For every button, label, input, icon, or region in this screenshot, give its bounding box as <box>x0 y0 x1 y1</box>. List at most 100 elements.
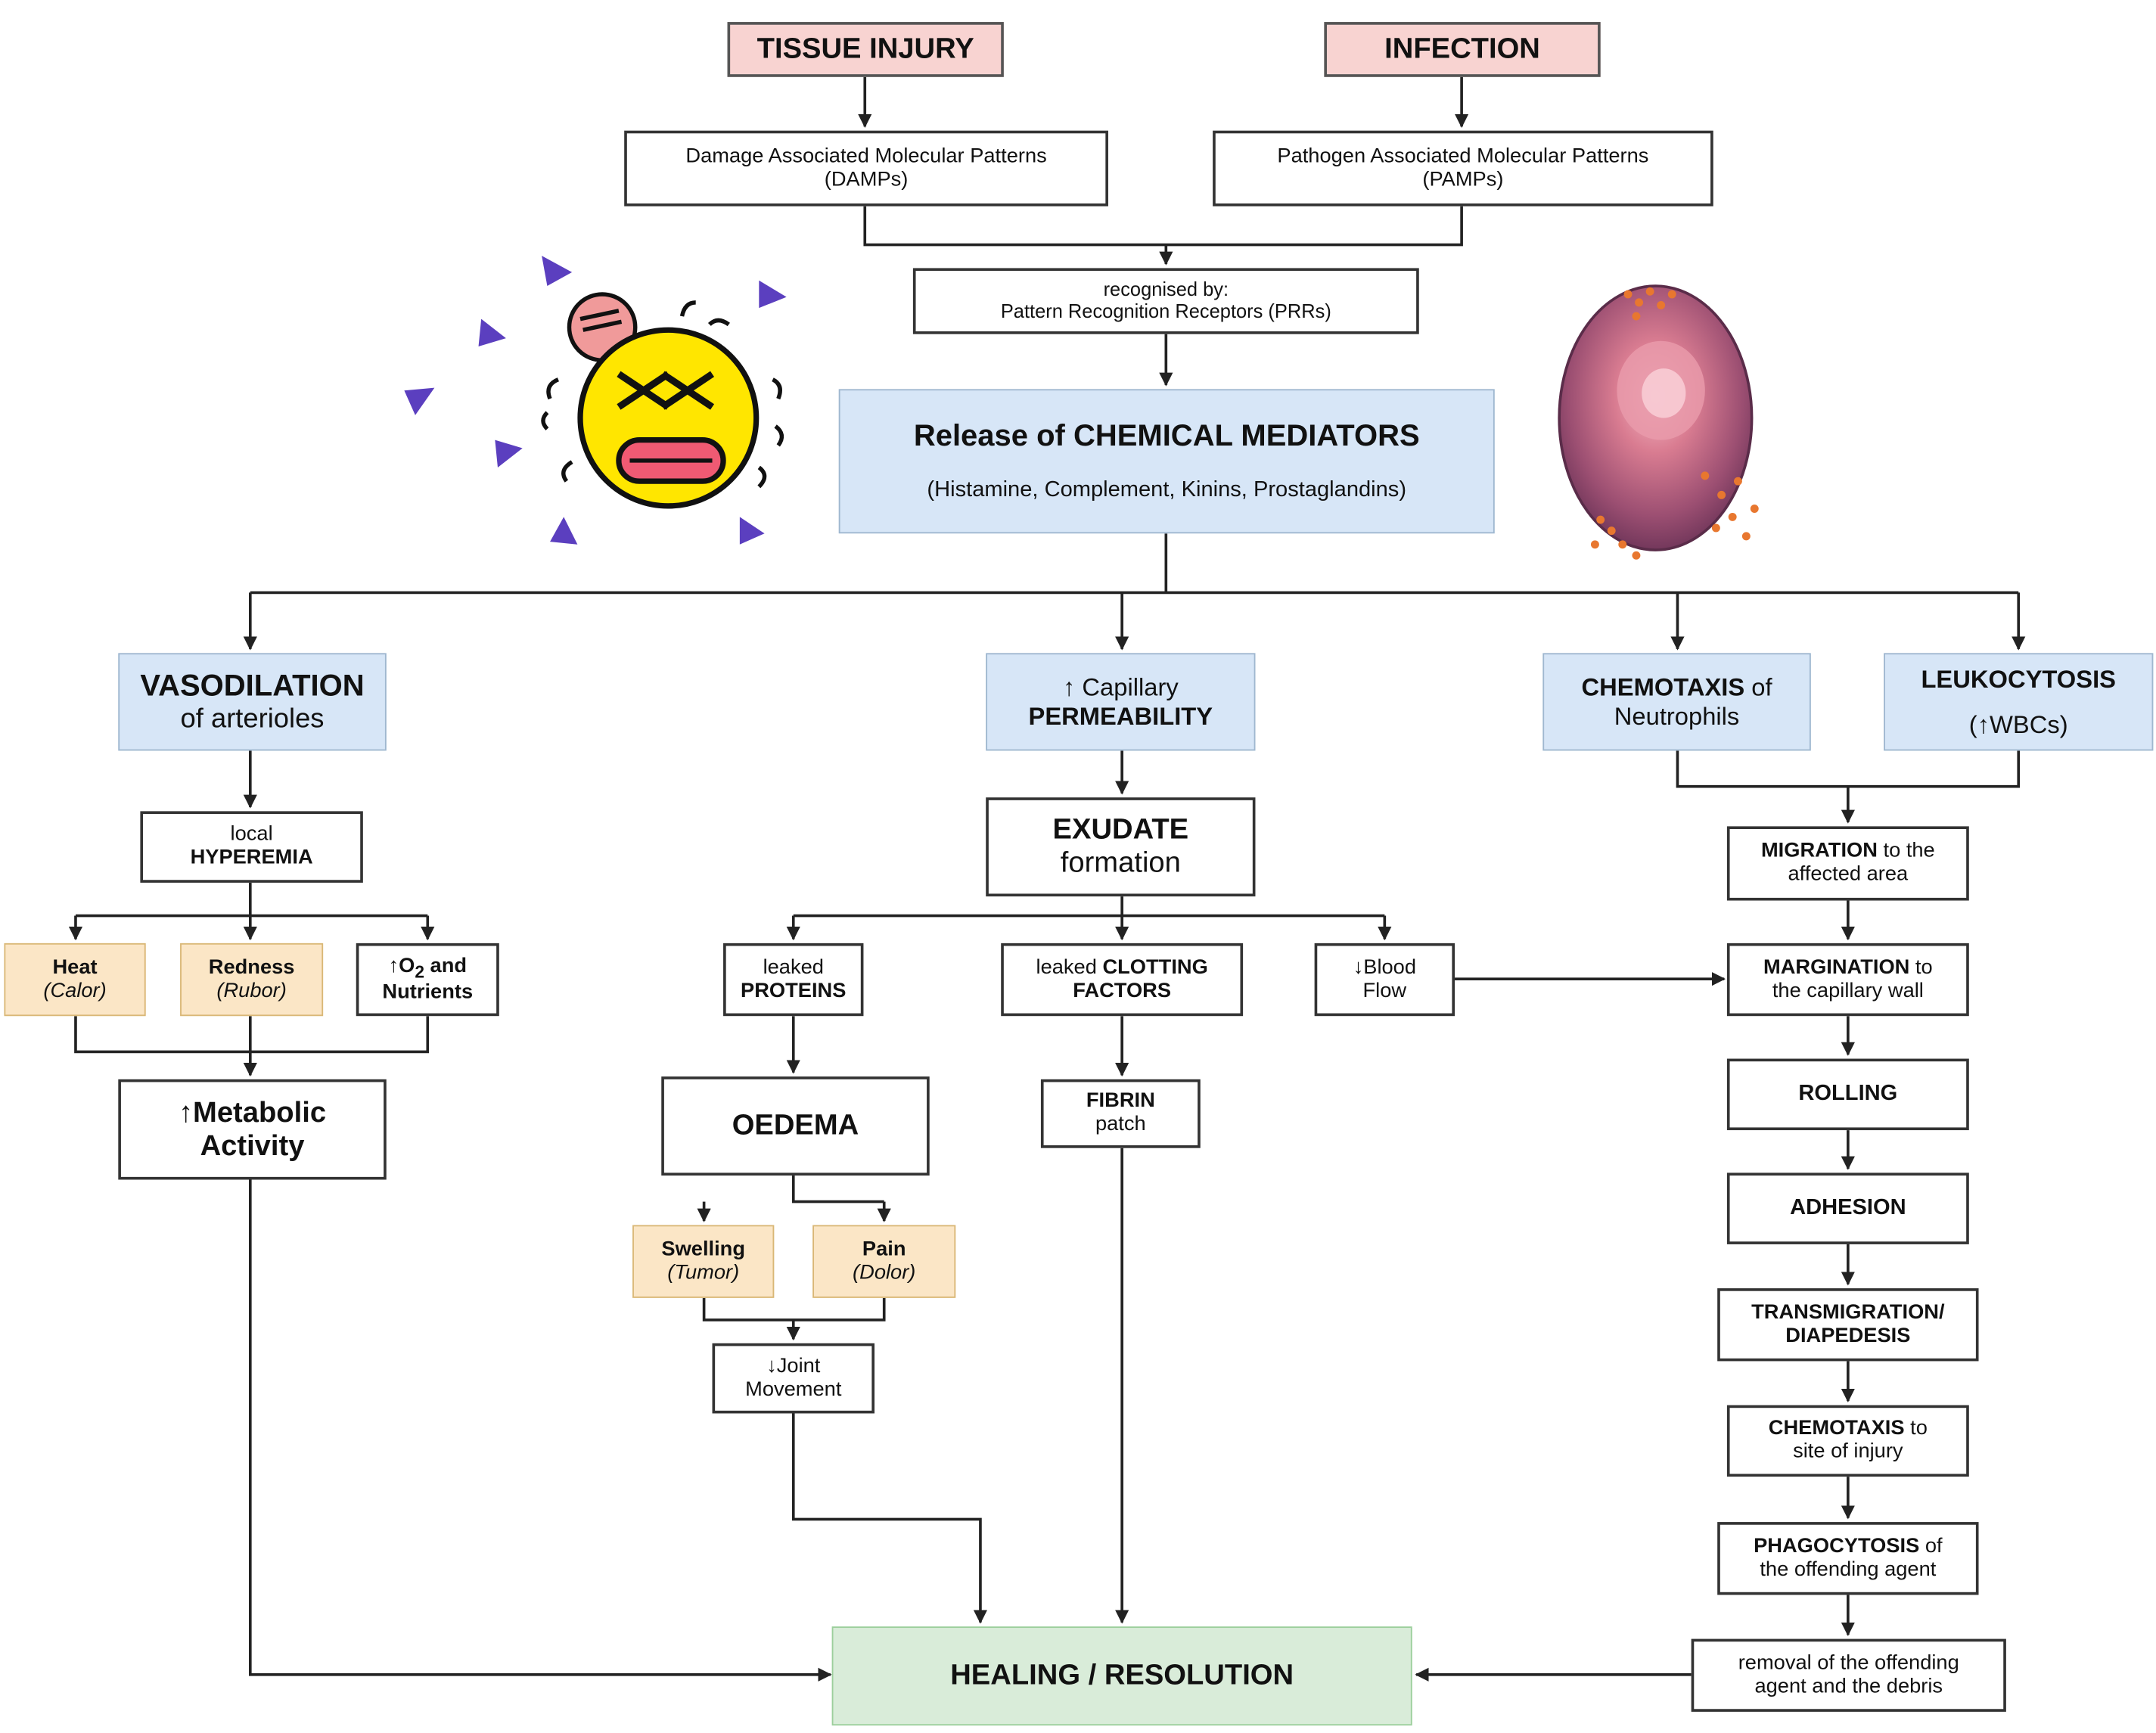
fibrin-line1: FIBRIN <box>1086 1089 1155 1113</box>
phagocytosis-bold: PHAGOCYTOSIS <box>1754 1533 1920 1558</box>
leaked-proteins-box: leaked PROTEINS <box>723 943 864 1017</box>
healing-label: HEALING / RESOLUTION <box>950 1660 1294 1692</box>
proteins-line1: leaked <box>763 955 824 979</box>
pain-latin: (Dolor) <box>853 1259 916 1284</box>
removal-line2: agent and the debris <box>1754 1673 1943 1697</box>
pamps-box: Pathogen Associated Molecular Patterns (… <box>1213 130 1713 207</box>
damps-box: Damage Associated Molecular Patterns (DA… <box>624 130 1108 207</box>
permeability-line1: ↑ Capillary <box>1062 674 1179 702</box>
chemotaxis-neutrophils-box: CHEMOTAXIS of Neutrophils <box>1542 653 1811 751</box>
transmigration-box: TRANSMIGRATION/ DIAPEDESIS <box>1717 1288 1979 1362</box>
leukocytosis-box: LEUKOCYTOSIS (↑WBCs) <box>1884 653 2154 751</box>
blood-flow-line1: ↓Blood <box>1353 955 1417 979</box>
phagocytosis-rest: of <box>1919 1533 1943 1558</box>
damps-line1: Damage Associated Molecular Patterns <box>685 144 1047 168</box>
injured-face-icon <box>404 256 787 545</box>
margination-rest: to <box>1909 955 1933 979</box>
migration-line2: affected area <box>1788 862 1909 886</box>
clotting-factors-box: leaked CLOTTING FACTORS <box>1001 943 1244 1017</box>
rolling-label: ROLLING <box>1798 1082 1898 1106</box>
healing-resolution-box: HEALING / RESOLUTION <box>831 1626 1412 1726</box>
oedema-label: OEDEMA <box>732 1110 859 1142</box>
exudate-box: EXUDATE formation <box>986 797 1256 897</box>
adhesion-label: ADHESION <box>1790 1196 1906 1220</box>
margination-box: MARGINATION to the capillary wall <box>1726 943 1969 1017</box>
immune-cell-icon <box>1558 284 1759 560</box>
heat-label: Heat <box>52 955 98 979</box>
blood-flow-line2: Flow <box>1362 978 1407 1002</box>
migration-rest: to the <box>1877 839 1935 863</box>
chemotaxis-neutrophils-bold: CHEMOTAXIS <box>1581 674 1745 702</box>
exudate-line2: formation <box>1060 846 1181 879</box>
hyperemia-line1: local <box>230 822 273 846</box>
migration-bold: MIGRATION <box>1760 839 1878 863</box>
hyperemia-box: local HYPEREMIA <box>140 811 363 883</box>
infection-label: INFECTION <box>1384 33 1540 65</box>
swelling-label: Swelling <box>661 1237 745 1261</box>
heat-latin: (Calor) <box>43 978 107 1002</box>
removal-box: removal of the offending agent and the d… <box>1691 1638 2006 1712</box>
leukocytosis-line1: LEUKOCYTOSIS <box>1921 666 2117 694</box>
metabolic-line2: Activity <box>200 1129 305 1161</box>
chemical-mediators-box: Release of CHEMICAL MEDIATORS (Histamine… <box>838 389 1495 534</box>
oedema-box: OEDEMA <box>661 1076 930 1176</box>
metabolic-line1: ↑Metabolic <box>178 1097 327 1129</box>
rolling-box: ROLLING <box>1726 1058 1969 1131</box>
chemotaxis-neutrophils-rest: of <box>1744 674 1772 702</box>
pain-label: Pain <box>862 1237 906 1261</box>
transmigration-line2: DIAPEDESIS <box>1785 1323 1911 1347</box>
joint-line1: ↓Joint <box>766 1353 821 1377</box>
nutrients-label: Nutrients <box>382 980 474 1004</box>
pamps-line1: Pathogen Associated Molecular Patterns <box>1277 144 1649 168</box>
metabolic-activity-box: ↑Metabolic Activity <box>118 1079 387 1180</box>
chemotaxis-site-box: CHEMOTAXIS to site of injury <box>1726 1405 1969 1477</box>
exudate-line1: EXUDATE <box>1052 814 1189 846</box>
oxygen-suffix: and <box>424 953 468 977</box>
migration-box: MIGRATION to the affected area <box>1726 826 1969 901</box>
clotting-pre: leaked <box>1036 955 1103 979</box>
tissue-injury-label: TISSUE INJURY <box>756 33 974 65</box>
mediators-subtitle: (Histamine, Complement, Kinins, Prostagl… <box>927 478 1407 502</box>
prr-box: recognised by: Pattern Recognition Recep… <box>912 268 1419 334</box>
fibrin-patch-box: FIBRIN patch <box>1040 1079 1201 1148</box>
pain-box: Pain (Dolor) <box>812 1225 956 1298</box>
prr-line1: recognised by: <box>1103 278 1229 300</box>
blood-flow-box: ↓Blood Flow <box>1314 943 1455 1017</box>
pamps-line2: (PAMPs) <box>1422 166 1504 191</box>
margination-line2: the capillary wall <box>1772 978 1924 1002</box>
permeability-box: ↑ Capillary PERMEABILITY <box>986 653 1256 751</box>
removal-line1: removal of the offending <box>1738 1651 1959 1675</box>
oxygen-prefix: ↑O <box>388 953 415 977</box>
damps-line2: (DAMPs) <box>824 166 909 191</box>
leukocytosis-line2: (↑WBCs) <box>1968 710 2068 738</box>
prr-line2: Pattern Recognition Receptors (PRRs) <box>1000 300 1331 322</box>
redness-label: Redness <box>208 955 295 979</box>
joint-line2: Movement <box>745 1377 842 1401</box>
fibrin-line2: patch <box>1095 1112 1146 1136</box>
vasodilation-box: VASODILATION of arterioles <box>118 653 387 751</box>
heat-box: Heat (Calor) <box>4 943 146 1017</box>
transmigration-line1: TRANSMIGRATION/ <box>1751 1300 1945 1324</box>
joint-movement-box: ↓Joint Movement <box>712 1343 875 1414</box>
redness-box: Redness (Rubor) <box>180 943 324 1017</box>
clotting-line2: FACTORS <box>1073 978 1172 1002</box>
tissue-injury-box: TISSUE INJURY <box>727 22 1004 77</box>
oxygen-nutrients-box: ↑O2 and Nutrients <box>356 943 499 1017</box>
mediators-title: Release of CHEMICAL MEDIATORS <box>913 418 1420 453</box>
vasodilation-subtitle: of arterioles <box>180 703 325 734</box>
chemotaxis-neutrophils-line2: Neutrophils <box>1614 701 1740 730</box>
clotting-bold: CLOTTING <box>1102 955 1208 979</box>
oxygen-subscript: 2 <box>415 961 424 982</box>
permeability-line2: PERMEABILITY <box>1028 701 1213 730</box>
swelling-latin: (Tumor) <box>667 1259 740 1284</box>
phagocytosis-box: PHAGOCYTOSIS of the offending agent <box>1717 1522 1979 1595</box>
infection-box: INFECTION <box>1324 22 1601 77</box>
phagocytosis-line2: the offending agent <box>1760 1557 1937 1581</box>
swelling-box: Swelling (Tumor) <box>632 1225 775 1298</box>
chemotaxis-site-rest: to <box>1904 1416 1928 1440</box>
vasodilation-title: VASODILATION <box>140 668 365 703</box>
margination-bold: MARGINATION <box>1763 955 1910 979</box>
adhesion-box: ADHESION <box>1726 1172 1969 1244</box>
